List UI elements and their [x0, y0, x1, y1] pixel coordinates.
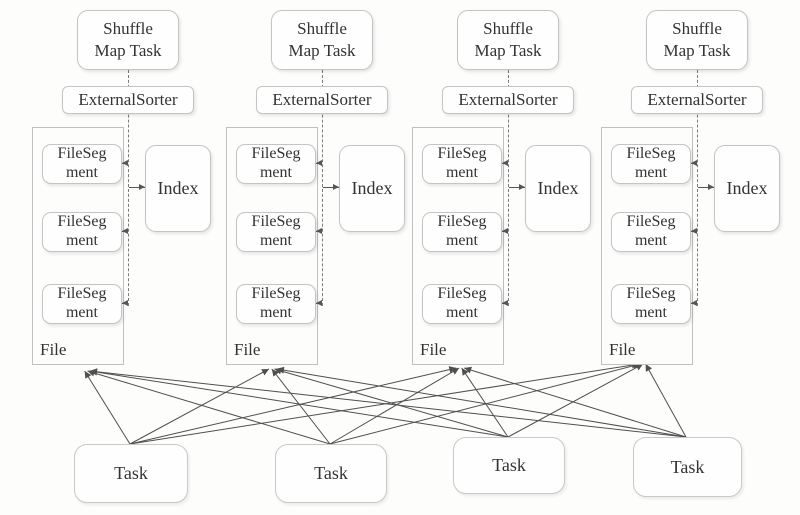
segment-write-arrow	[316, 159, 322, 166]
task-to-file-connector	[87, 369, 331, 445]
file-segment-box: FileSeg ment	[236, 284, 316, 324]
task-to-file-connector	[89, 368, 687, 438]
segment-write-arrow	[122, 159, 128, 166]
shuffle-map-task-box: Shuffle Map Task	[271, 10, 373, 70]
task-to-file-connector	[129, 366, 457, 445]
file-segment-box: FileSeg ment	[42, 284, 122, 324]
file-segment-box: FileSeg ment	[422, 144, 502, 184]
file-segment-box: FileSeg ment	[422, 212, 502, 252]
segment-write-arrow	[122, 227, 128, 234]
map-column-1: Shuffle Map Task ExternalSorter FileSeg …	[20, 0, 220, 385]
shuffle-map-task-box: Shuffle Map Task	[77, 10, 179, 70]
task-to-file-connector	[507, 363, 644, 438]
task-to-file-connector	[329, 367, 460, 445]
file-container: FileSeg ment FileSeg ment FileSeg ment F…	[601, 127, 693, 365]
external-sorter-box: ExternalSorter	[442, 86, 574, 114]
file-segment-box: FileSeg ment	[236, 144, 316, 184]
file-segment-box: FileSeg ment	[422, 284, 502, 324]
reduce-task-box: Task	[633, 437, 742, 497]
file-container: FileSeg ment FileSeg ment FileSeg ment F…	[412, 127, 504, 365]
file-segment-box: FileSeg ment	[611, 144, 691, 184]
segment-write-arrow	[122, 299, 128, 306]
segment-write-arrow	[502, 159, 508, 166]
task-to-file-connector	[464, 366, 687, 438]
sorter-spine-line	[128, 70, 129, 306]
map-column-3: Shuffle Map Task ExternalSorter FileSeg …	[400, 0, 600, 385]
segment-write-arrow	[691, 159, 697, 166]
sorter-spine-line	[322, 70, 323, 306]
index-write-arrow	[698, 183, 714, 190]
file-segment-box: FileSeg ment	[42, 144, 122, 184]
index-box: Index	[714, 145, 780, 232]
file-label: File	[234, 340, 261, 359]
index-write-arrow	[323, 183, 339, 190]
file-container: FileSeg ment FileSeg ment FileSeg ment F…	[226, 127, 318, 365]
map-column-4: Shuffle Map Task ExternalSorter FileSeg …	[589, 0, 789, 385]
file-label: File	[609, 340, 636, 359]
external-sorter-box: ExternalSorter	[631, 86, 763, 114]
index-write-arrow	[509, 183, 525, 190]
file-segment-box: FileSeg ment	[236, 212, 316, 252]
shuffle-map-task-box: Shuffle Map Task	[457, 10, 559, 70]
task-to-file-connector	[271, 368, 331, 445]
shuffle-map-task-box: Shuffle Map Task	[646, 10, 748, 70]
file-label: File	[420, 340, 447, 359]
file-segment-box: FileSeg ment	[42, 212, 122, 252]
external-sorter-box: ExternalSorter	[62, 86, 194, 114]
task-to-file-connector	[329, 362, 641, 445]
task-to-file-connector	[129, 368, 270, 445]
map-column-2: Shuffle Map Task ExternalSorter FileSeg …	[214, 0, 414, 385]
segment-write-arrow	[691, 227, 697, 234]
reduce-task-box: Task	[275, 444, 387, 503]
file-segment-box: FileSeg ment	[611, 212, 691, 252]
segment-write-arrow	[316, 227, 322, 234]
file-segment-box: FileSeg ment	[611, 284, 691, 324]
sorter-spine-line	[508, 70, 509, 306]
segment-write-arrow	[502, 299, 508, 306]
task-to-file-connector	[645, 363, 687, 438]
reduce-task-box: Task	[74, 444, 188, 503]
segment-write-arrow	[316, 299, 322, 306]
index-box: Index	[145, 145, 211, 232]
external-sorter-box: ExternalSorter	[256, 86, 388, 114]
task-to-file-connector	[276, 366, 687, 438]
task-to-file-connector	[84, 370, 131, 445]
index-box: Index	[339, 145, 405, 232]
index-box: Index	[525, 145, 591, 232]
index-write-arrow	[129, 183, 145, 190]
segment-write-arrow	[691, 299, 697, 306]
file-label: File	[40, 340, 67, 359]
task-to-file-connector	[129, 361, 640, 445]
sorter-spine-line	[697, 70, 698, 306]
file-container: FileSeg ment FileSeg ment FileSeg ment F…	[32, 127, 124, 365]
task-to-file-connector	[461, 367, 509, 438]
reduce-task-box: Task	[453, 437, 565, 494]
segment-write-arrow	[502, 227, 508, 234]
